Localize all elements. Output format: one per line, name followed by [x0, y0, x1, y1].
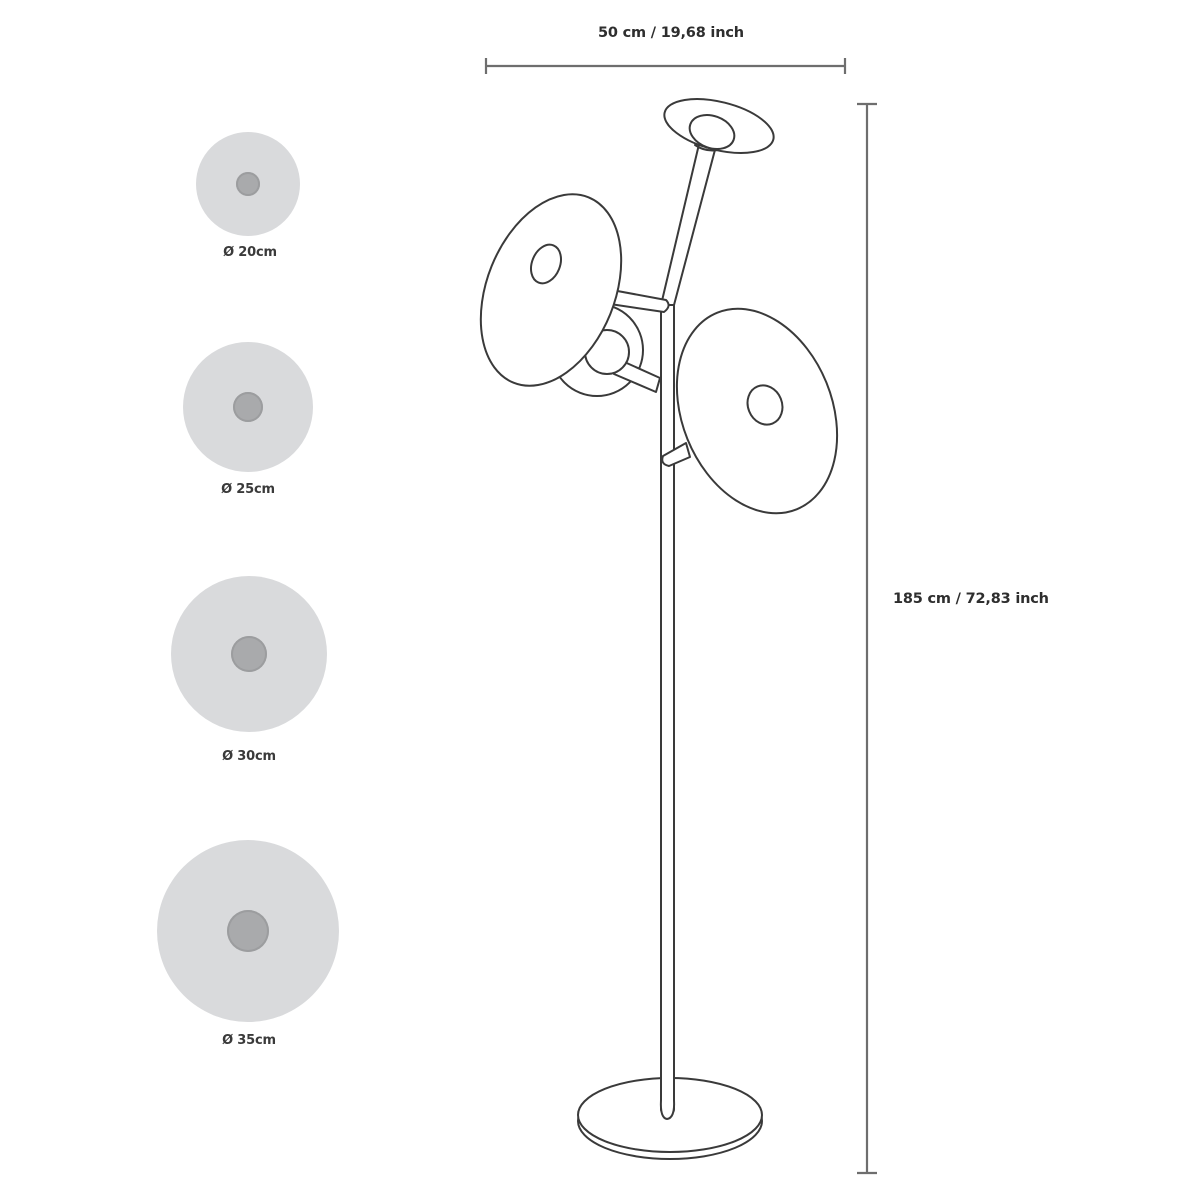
width-dimension-label: 50 cm / 19,68 inch	[598, 25, 744, 41]
disc-20cm-icon	[196, 132, 300, 236]
disc-35cm-icon	[157, 840, 339, 1022]
height-dimension-line	[857, 102, 877, 1175]
lamp-pole	[660, 299, 675, 1116]
right-large-shade	[661, 307, 839, 515]
pole-foot	[659, 1099, 676, 1120]
top-shade	[663, 98, 775, 154]
height-dimension-label: 185 cm / 72,83 inch	[893, 591, 1049, 607]
left-large-shade	[479, 193, 670, 387]
shade-size-label: Ø 20cm	[223, 245, 277, 260]
top-stem	[660, 139, 717, 306]
width-dimension-line	[484, 58, 847, 74]
shade-size-label: Ø 30cm	[222, 749, 276, 764]
disc-30cm-icon	[171, 576, 327, 732]
shade-size-label: Ø 25cm	[221, 482, 275, 497]
disc-25cm-icon	[183, 342, 313, 472]
shade-size-label: Ø 35cm	[222, 1033, 276, 1048]
